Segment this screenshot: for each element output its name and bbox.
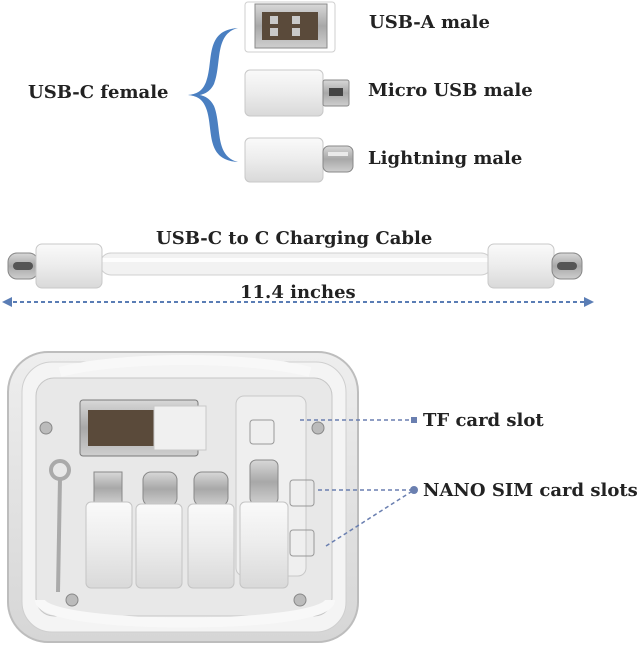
label-nano-sim-slots: NANO SIM card slots	[423, 480, 638, 501]
usb-c-cable	[7, 243, 583, 289]
micro-usb-adapter	[244, 69, 350, 117]
brace-icon	[188, 28, 238, 162]
label-tf-card-slot: TF card slot	[423, 410, 544, 431]
lightning-adapter	[244, 137, 354, 183]
label-micro-usb-male: Micro USB male	[368, 80, 533, 101]
label-usb-a-male: USB-A male	[369, 12, 490, 33]
usb-a-adapter	[244, 1, 336, 53]
dimension-line	[2, 297, 594, 307]
label-usb-c-female: USB-C female	[28, 82, 169, 103]
storage-case	[7, 351, 359, 643]
label-cable-length: 11.4 inches	[240, 282, 356, 303]
label-lightning-male: Lightning male	[368, 148, 523, 169]
label-cable-title: USB-C to C Charging Cable	[156, 228, 433, 249]
callout-lines	[300, 417, 418, 547]
